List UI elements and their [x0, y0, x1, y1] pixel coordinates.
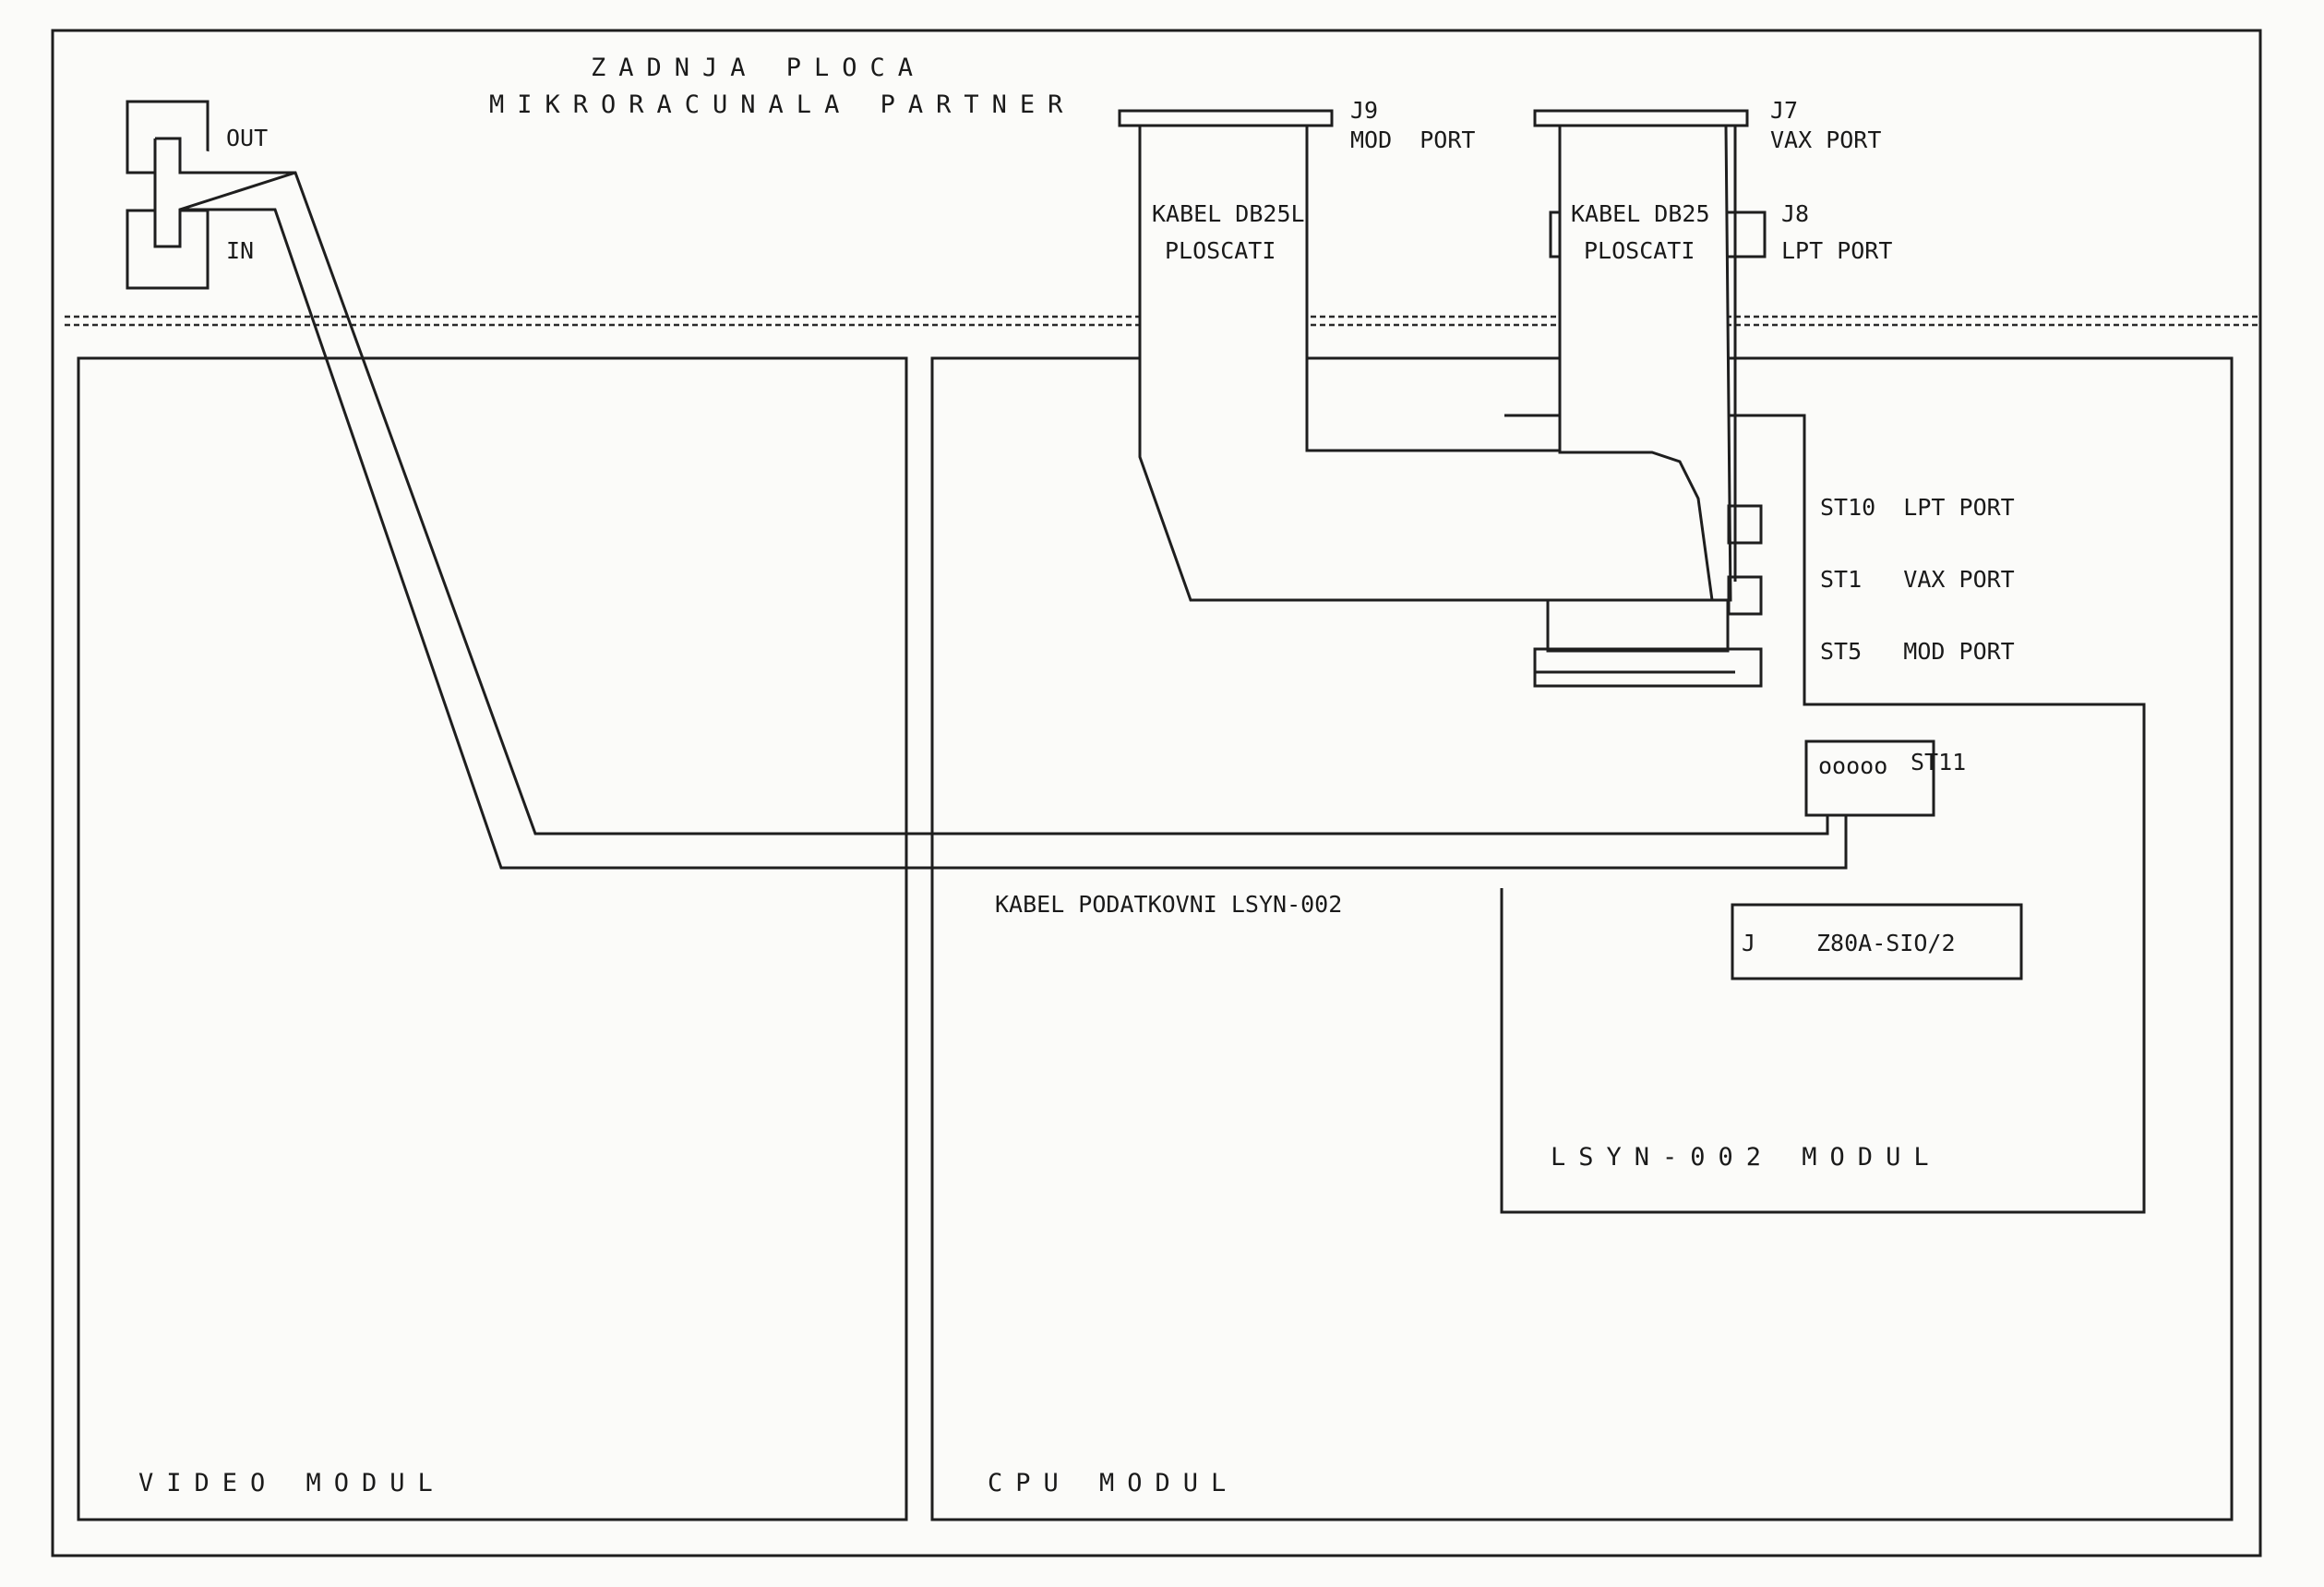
- j7-label: J7: [1770, 97, 1798, 124]
- st10-header: [1727, 504, 1763, 545]
- j8-label: J8: [1781, 200, 1809, 227]
- title-line-2: MIKRORACUNALA PARTNER: [489, 90, 1075, 119]
- outer-frame: [51, 29, 2262, 1557]
- st-headers: [1533, 504, 1763, 688]
- j9-label: J9: [1350, 97, 1378, 124]
- lsyn-module-label: LSYN-002 MODUL: [1551, 1143, 1942, 1172]
- st5-label: ST5 MOD PORT: [1820, 638, 2015, 665]
- j8-port-label: LPT PORT: [1781, 237, 1892, 264]
- coax-jacks: [126, 100, 1848, 870]
- j9-connector: [1118, 109, 1334, 127]
- db25-cable-label-1: KABEL DB25: [1571, 200, 1710, 227]
- j7-port-label: VAX PORT: [1770, 126, 1881, 153]
- video-module-board: [77, 356, 908, 1521]
- z80a-chip: [1731, 903, 2023, 980]
- j9-port-label: MOD PORT: [1350, 126, 1475, 153]
- st10-label: ST10 LPT PORT: [1820, 494, 2015, 521]
- title-line-1: ZADNJA PLOCA: [591, 54, 926, 82]
- j7-connector: [1533, 109, 1749, 127]
- db25l-cable-label-1: KABEL DB25L: [1152, 200, 1305, 227]
- video-module-label: VIDEO MODUL: [138, 1469, 446, 1497]
- j8-connector: [1724, 210, 1767, 258]
- st11-connector: [1804, 739, 1935, 817]
- st1-label: ST1 VAX PORT: [1820, 566, 2015, 593]
- chip-notch: J: [1742, 930, 1755, 956]
- db25l-cable-label-2: PLOSCATI: [1165, 237, 1276, 264]
- data-cable-label: KABEL PODATKOVNI LSYN-002: [995, 891, 1342, 918]
- st1-header: [1727, 575, 1763, 616]
- st11-pins: ooooo: [1818, 752, 1887, 779]
- lsyn-module-board: [1500, 414, 2146, 1214]
- in-label: IN: [226, 237, 254, 264]
- out-label: OUT: [226, 125, 268, 151]
- st5-header: [1533, 647, 1763, 688]
- cpu-module-label: CPU MODUL: [988, 1469, 1239, 1497]
- st11-label: ST11: [1911, 749, 1966, 775]
- db25-cable-label-2: PLOSCATI: [1584, 237, 1695, 264]
- back-panel-edge: [65, 315, 2259, 327]
- chip-label: Z80A-SIO/2: [1816, 930, 1956, 956]
